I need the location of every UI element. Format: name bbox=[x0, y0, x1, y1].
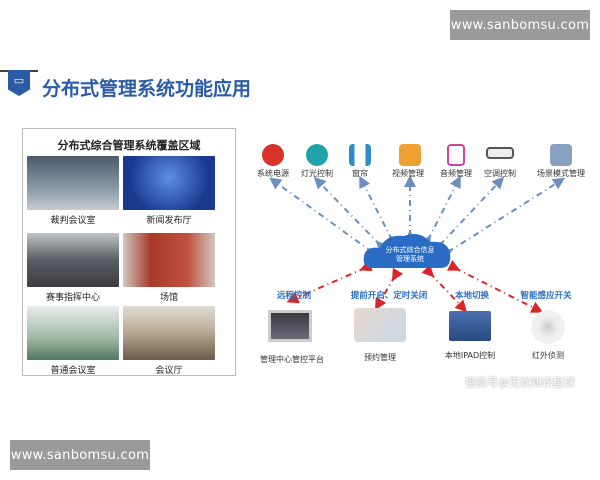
smartphone-icon bbox=[354, 308, 406, 342]
area-label: 会议厅 bbox=[155, 366, 183, 376]
device-label: 预约管理 bbox=[364, 353, 396, 362]
lightbulb-icon bbox=[306, 144, 328, 166]
cloud-hub-icon bbox=[363, 234, 451, 268]
area-label: 普通会议室 bbox=[50, 366, 96, 376]
device-label: 管理中心管控平台 bbox=[260, 355, 324, 364]
control-action-label: 本地切换 bbox=[454, 291, 490, 301]
function-label: 灯光控制 bbox=[301, 169, 333, 178]
video-chat-icon: ▭ bbox=[8, 70, 30, 96]
source-watermark: 搜狐号@无忧知识星球 bbox=[465, 376, 575, 389]
function-label: 窗帘 bbox=[352, 169, 368, 178]
photo-meeting-room bbox=[27, 306, 119, 360]
music-file-icon bbox=[447, 144, 465, 166]
device-label: 本地IPAD控制 bbox=[444, 351, 496, 360]
curtain-icon bbox=[349, 144, 371, 166]
video-film-icon bbox=[399, 144, 421, 166]
area-label: 赛事指挥中心 bbox=[45, 293, 100, 303]
function-label: 视频管理 bbox=[392, 169, 424, 178]
function-arrows bbox=[269, 175, 566, 261]
coverage-panel: 分布式综合管理系统覆盖区域 裁判会议室 新闻发布厅 赛事指挥中心 场馆 普通会议… bbox=[22, 128, 236, 376]
area-label: 场馆 bbox=[159, 293, 178, 303]
hub-label: 分布式综合信息管理系统 bbox=[385, 246, 435, 263]
photo-referee-room bbox=[27, 156, 119, 210]
area-label: 新闻发布厅 bbox=[146, 216, 192, 226]
photo-command-center bbox=[27, 233, 119, 287]
power-icon bbox=[262, 144, 284, 166]
control-action-label: 智能感应开关 bbox=[520, 291, 572, 301]
watermark-bottom: www.sanbomsu.com bbox=[10, 440, 150, 470]
photo-venue bbox=[123, 233, 215, 287]
function-label: 场景模式管理 bbox=[537, 169, 585, 178]
infrared-sensor-icon bbox=[531, 310, 565, 344]
coverage-title: 分布式综合管理系统覆盖区域 bbox=[57, 139, 201, 152]
monitor-icon bbox=[268, 310, 312, 342]
page-title: 分布式管理系统功能应用 bbox=[42, 78, 252, 100]
function-label: 音频管理 bbox=[440, 169, 472, 178]
scene-icon bbox=[550, 144, 572, 166]
control-action-label: 提前开启、定时关闭 bbox=[350, 291, 428, 301]
function-label: 空调控制 bbox=[484, 169, 516, 178]
device-label: 红外侦测 bbox=[532, 351, 564, 360]
function-label: 系统电源 bbox=[257, 169, 289, 178]
photo-press-hall bbox=[123, 156, 215, 210]
watermark-top: www.sanbomsu.com bbox=[450, 10, 590, 40]
photo-conference-hall bbox=[123, 306, 215, 360]
control-arrows bbox=[286, 259, 544, 313]
tablet-panel-icon bbox=[449, 311, 491, 341]
area-label: 裁判会议室 bbox=[50, 216, 96, 226]
control-action-label: 远程控制 bbox=[276, 291, 312, 301]
air-conditioner-icon bbox=[486, 147, 514, 159]
